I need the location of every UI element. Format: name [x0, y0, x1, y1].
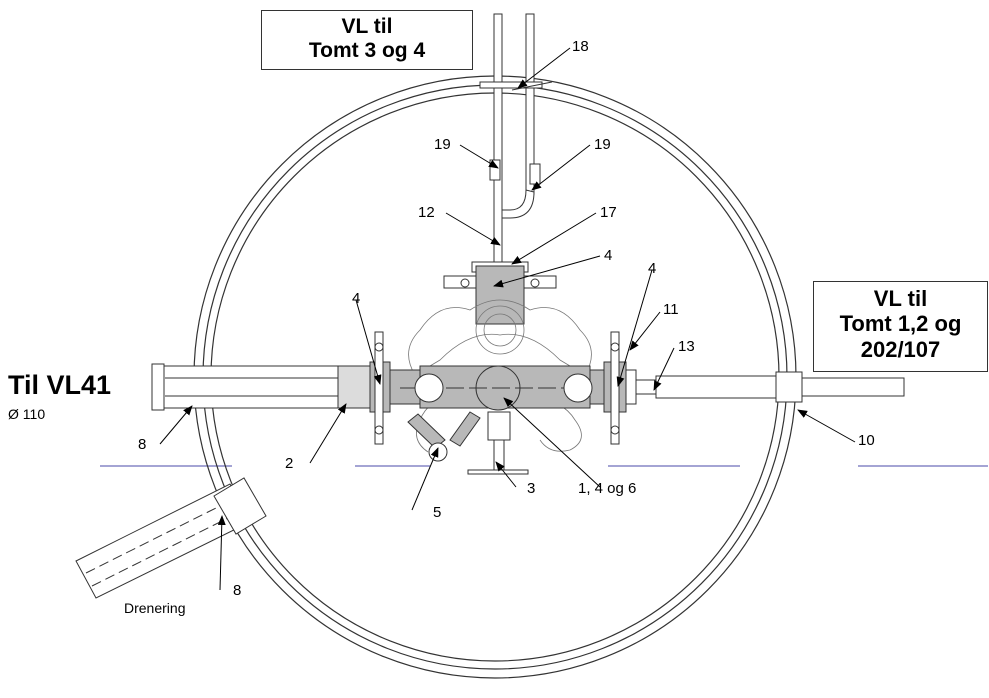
callout-8-left: 8 — [138, 436, 147, 453]
top-box-line-1: VL til — [341, 15, 393, 38]
right-box-line-2: Tomt 1,2 og — [839, 311, 962, 337]
drain-label: Drenering — [124, 600, 186, 616]
callout-8-bottom: 8 — [233, 582, 242, 599]
callout-10: 10 — [858, 432, 875, 449]
top-box-line-2: Tomt 3 og 4 — [308, 39, 426, 63]
right-destination-box: VL til Tomt 1,2 og 202/107 — [813, 281, 988, 372]
callout-2: 2 — [285, 455, 294, 472]
callout-1-4-6: 1, 4 og 6 — [578, 480, 637, 497]
callout-19-right: 19 — [594, 136, 611, 153]
callout-17: 17 — [600, 204, 617, 221]
callout-11: 11 — [663, 301, 679, 318]
left-outlet-diameter: Ø 110 — [8, 406, 46, 422]
callout-13: 13 — [678, 338, 695, 355]
callout-5: 5 — [433, 504, 442, 521]
right-box-line-3: 202/107 — [860, 336, 941, 362]
callout-3: 3 — [527, 480, 536, 497]
callout-4-top: 4 — [604, 247, 613, 264]
right-box-line-1: VL til — [873, 286, 928, 311]
top-valve — [443, 261, 557, 325]
leader-lines — [159, 47, 856, 591]
drain-pipe — [75, 477, 267, 599]
callout-18: 18 — [572, 38, 589, 55]
callout-4-left: 4 — [352, 290, 361, 307]
callout-12: 12 — [418, 204, 435, 221]
branch-valve — [407, 411, 529, 475]
callout-4-right: 4 — [648, 260, 657, 277]
left-outlet-title: Til VL41 — [8, 370, 112, 400]
callout-19-left: 19 — [434, 136, 451, 153]
top-destination-box: VL til Tomt 3 og 4 — [261, 10, 473, 70]
top-riser-pipes — [479, 13, 553, 265]
